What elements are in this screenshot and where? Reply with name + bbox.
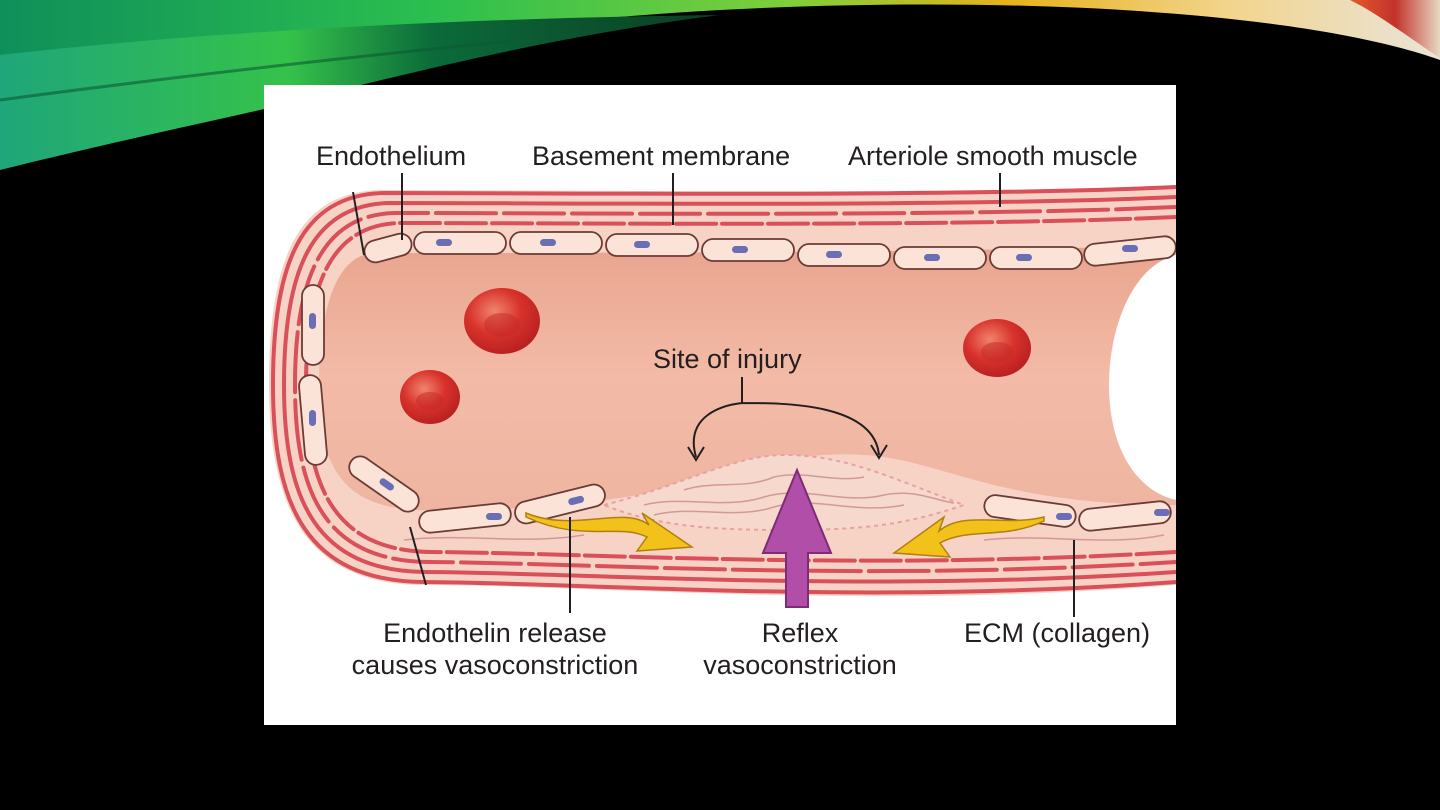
decorative-ribbon bbox=[0, 0, 1440, 170]
label-site-of-injury: Site of injury bbox=[653, 344, 802, 374]
brace-arrowhead-right bbox=[870, 444, 888, 460]
reflex-line-1: Reflex bbox=[761, 618, 839, 648]
smooth-muscle-bands bbox=[270, 185, 1176, 595]
endothelin-line-1: Endothelin release bbox=[383, 618, 607, 648]
brace-arrowhead-left bbox=[687, 446, 705, 462]
endothelial-cells bbox=[298, 231, 1176, 534]
vessel-opening bbox=[1109, 255, 1176, 500]
collagen-fibers bbox=[403, 474, 1165, 541]
endothelin-line-2: causes vasoconstriction bbox=[351, 650, 639, 680]
label-basement-membrane: Basement membrane bbox=[532, 141, 791, 171]
label-ecm-collagen: ECM (collagen) bbox=[964, 618, 1151, 648]
label-arteriole-smooth-muscle: Arteriole smooth muscle bbox=[848, 141, 1138, 171]
reflex-vasoconstriction-arrow bbox=[761, 467, 833, 608]
cell-nuclei bbox=[309, 239, 1170, 520]
reflex-line-2: vasoconstriction bbox=[703, 650, 897, 680]
vessel-diagram bbox=[269, 173, 1176, 617]
red-blood-cells bbox=[400, 288, 1031, 424]
leader-lines bbox=[352, 173, 1075, 617]
injury-brace bbox=[692, 377, 880, 458]
label-reflex-vasoconstriction: Reflex vasoconstriction bbox=[682, 617, 918, 681]
endothelin-arrow-right bbox=[891, 514, 1045, 558]
label-endothelin-release: Endothelin release causes vasoconstricti… bbox=[330, 617, 660, 681]
vessel-injury-figure: Endothelium Basement membrane Arteriole … bbox=[264, 85, 1176, 725]
label-endothelium: Endothelium bbox=[316, 141, 467, 171]
